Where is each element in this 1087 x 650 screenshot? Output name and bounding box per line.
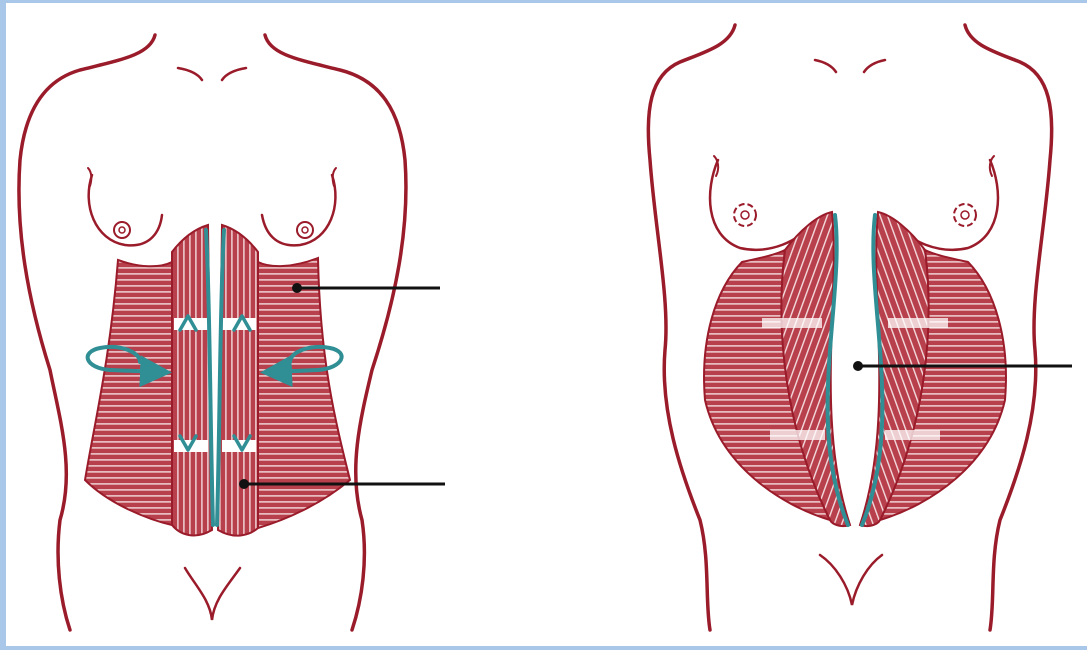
- figure-normal-abdominal-wall: [19, 35, 406, 630]
- nipple-right: [954, 204, 976, 226]
- pointer-dot: [853, 361, 863, 371]
- figure-diastasis-recti: [648, 25, 1051, 630]
- pointer-dot: [292, 283, 302, 293]
- external-oblique-right: [258, 258, 350, 528]
- nipple-right: [297, 222, 313, 238]
- external-oblique-left: [85, 260, 172, 525]
- pointer-dot: [239, 479, 249, 489]
- nipple-left: [114, 222, 130, 238]
- nipple-left: [734, 204, 756, 226]
- torso-outline: [19, 35, 406, 630]
